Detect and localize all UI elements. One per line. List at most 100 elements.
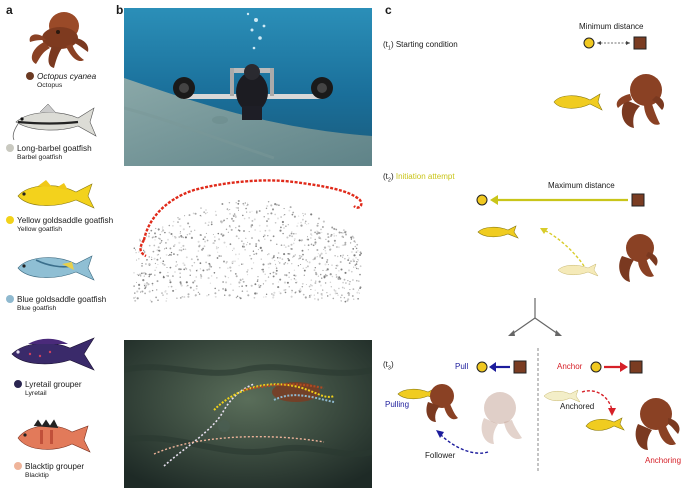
cloud-point: [272, 296, 275, 299]
cloud-point: [148, 262, 151, 266]
cloud-point: [166, 266, 168, 269]
cloud-point: [253, 262, 255, 264]
cloud-point: [251, 267, 253, 270]
cloud-point: [287, 224, 289, 226]
cloud-point: [317, 217, 321, 220]
minimum-distance-label: Minimum distance: [579, 22, 644, 31]
cloud-point: [335, 274, 337, 276]
cloud-point: [288, 253, 291, 255]
cloud-point: [235, 275, 238, 278]
cloud-point: [301, 239, 304, 242]
cloud-point: [253, 253, 255, 255]
cloud-point: [348, 292, 351, 295]
cloud-point: [162, 275, 165, 277]
cloud-point: [356, 279, 358, 282]
cloud-point: [322, 220, 325, 223]
cloud-point: [260, 285, 262, 287]
species-goatfish-common: Barbel goatfish: [17, 154, 63, 161]
cloud-point: [279, 292, 282, 295]
cloud-point: [257, 284, 260, 287]
cloud-point: [188, 214, 191, 217]
cloud-point: [223, 294, 226, 296]
cloud-point: [277, 281, 279, 283]
cloud-point: [291, 235, 294, 238]
cloud-point: [314, 282, 317, 284]
blacktip-color-dot: [14, 462, 22, 470]
cloud-point: [286, 262, 289, 265]
cloud-point: [298, 258, 300, 260]
cloud-point: [207, 254, 210, 257]
cloud-point: [179, 218, 181, 220]
cloud-point: [180, 249, 183, 252]
cloud-point: [284, 214, 286, 216]
cloud-point: [246, 205, 248, 207]
cloud-point: [299, 257, 301, 259]
cloud-point: [312, 244, 315, 247]
cloud-point: [167, 238, 169, 241]
cloud-point: [310, 213, 313, 216]
cloud-point: [185, 256, 188, 259]
cloud-point: [234, 260, 236, 263]
cloud-point: [242, 263, 244, 265]
cloud-point: [316, 230, 318, 232]
cloud-point: [271, 293, 273, 295]
cloud-point: [317, 298, 320, 301]
cloud-point: [258, 224, 261, 227]
cloud-point: [336, 264, 339, 267]
cloud-point: [319, 273, 322, 276]
cloud-point: [298, 290, 301, 293]
cloud-point: [151, 256, 153, 258]
cloud-point: [250, 257, 253, 260]
cloud-point: [134, 292, 136, 294]
cloud-point: [276, 257, 279, 259]
tracked-video-frame: [124, 340, 372, 488]
cloud-point: [193, 289, 195, 291]
cloud-point: [345, 231, 347, 233]
panel-label-c: c: [385, 3, 392, 17]
cloud-point: [319, 284, 322, 287]
cloud-point: [143, 283, 146, 286]
cloud-point: [262, 268, 264, 271]
panel-label-a: a: [6, 3, 13, 17]
cloud-point: [336, 292, 338, 295]
cloud-point: [288, 272, 290, 274]
cloud-point: [338, 276, 341, 279]
cloud-point: [172, 253, 175, 256]
cloud-point: [214, 236, 216, 238]
cloud-point: [262, 283, 264, 285]
cloud-point: [275, 265, 277, 267]
cloud-point: [302, 215, 304, 217]
cloud-point: [324, 263, 327, 266]
cloud-point: [306, 265, 309, 268]
cloud-point: [207, 224, 210, 227]
cloud-point: [355, 263, 358, 265]
follower-label: Follower: [425, 451, 456, 460]
cloud-point: [200, 207, 202, 209]
cloud-point: [347, 280, 349, 282]
cloud-point: [303, 274, 305, 276]
cloud-point: [176, 297, 178, 300]
cloud-point: [251, 210, 253, 212]
cloud-point: [169, 253, 171, 256]
cloud-point: [254, 229, 256, 231]
cloud-point: [321, 256, 324, 260]
cloud-point: [335, 235, 337, 237]
cloud-point: [263, 216, 265, 218]
cloud-point: [205, 232, 207, 234]
cloud-point: [157, 253, 160, 256]
cloud-point: [241, 263, 243, 265]
cloud-point: [317, 253, 319, 255]
cloud-point: [245, 284, 248, 287]
cloud-point: [155, 296, 157, 299]
cloud-point: [274, 213, 276, 216]
cloud-point: [145, 272, 147, 275]
cloud-point: [324, 282, 327, 284]
octopus-trajectory: [142, 179, 363, 241]
cloud-point: [293, 233, 295, 235]
cloud-point: [246, 290, 249, 293]
cloud-point: [323, 248, 325, 251]
cloud-point: [165, 300, 167, 302]
cloud-point: [293, 255, 295, 257]
cloud-point: [297, 215, 300, 217]
cloud-point: [243, 230, 245, 232]
